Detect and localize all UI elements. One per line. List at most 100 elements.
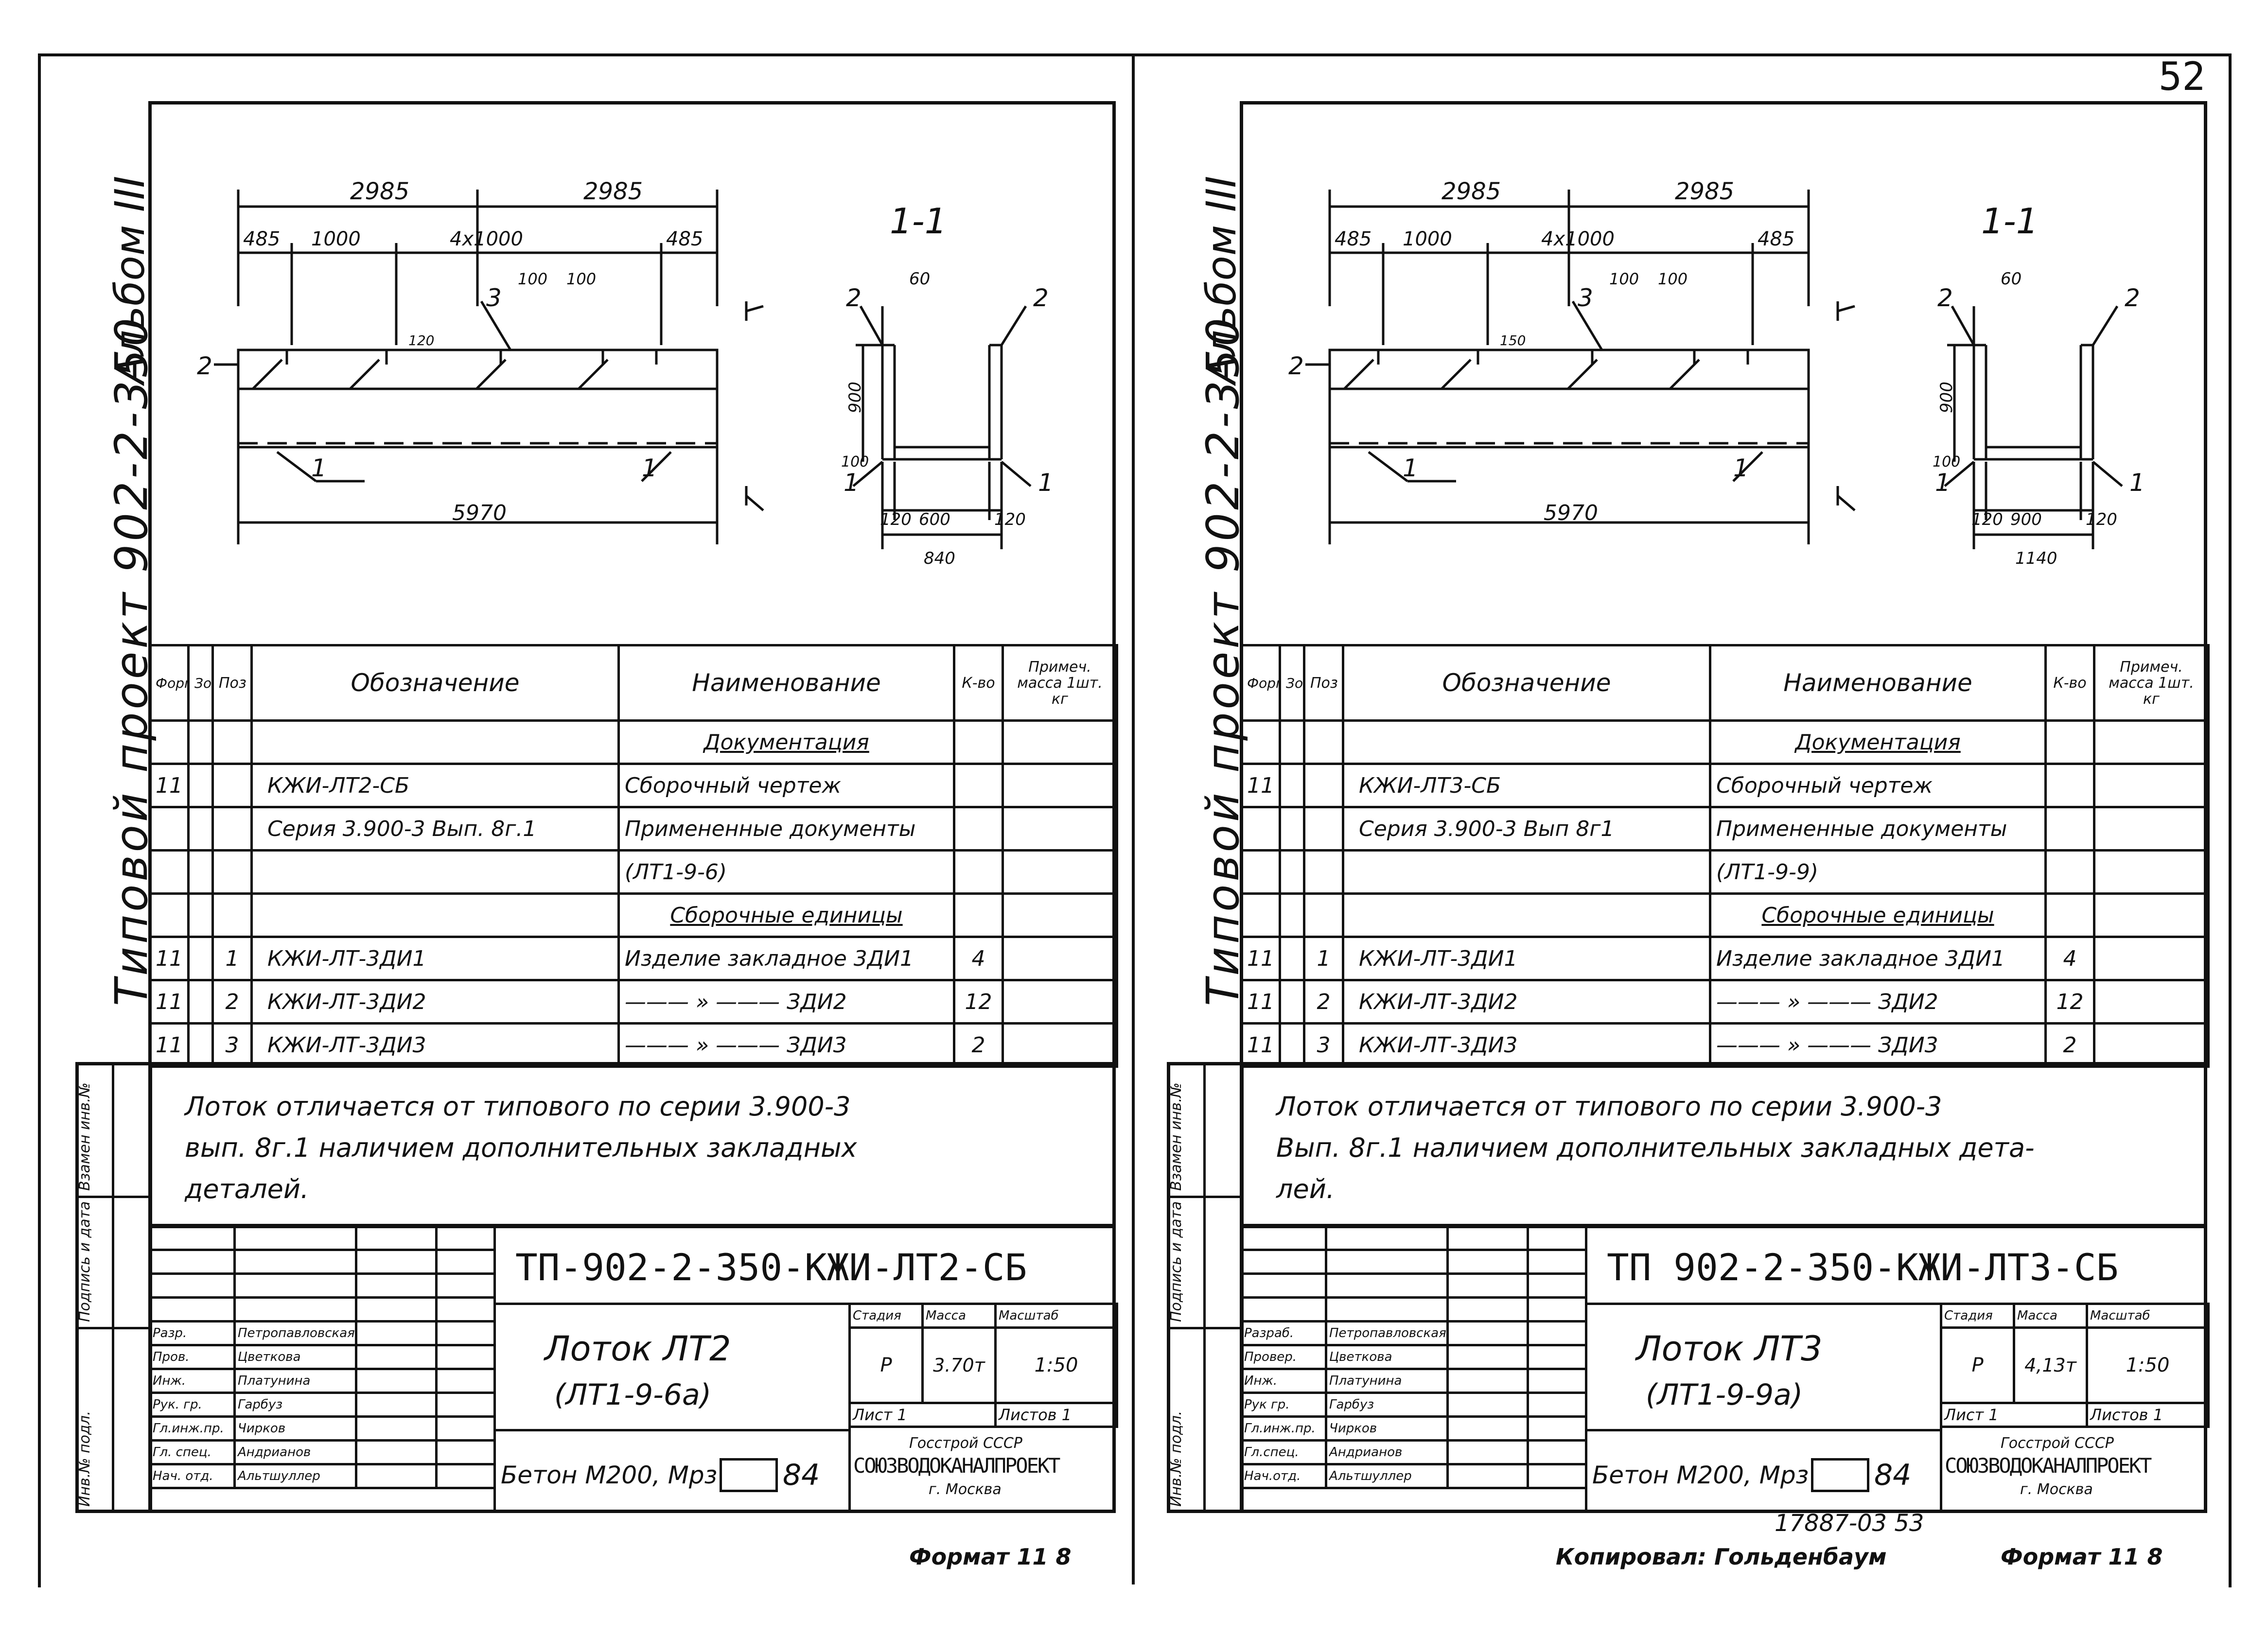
cell-qty: 4 xyxy=(2044,936,2095,981)
cell-pos: 1 xyxy=(1303,936,1344,981)
outer-border xyxy=(38,53,2232,1587)
sec-dim-total: 1140 xyxy=(2015,549,2057,568)
signatory-row: Нач. отд.Альтшуллер xyxy=(148,1463,496,1489)
cell-note xyxy=(1002,806,1118,852)
drawing-sheet-right: Инв.№ подл. Подпись и дата Взамен инв.№ … xyxy=(1091,0,2224,1636)
sec-dim-900: 900 xyxy=(1937,382,1956,413)
col-designation: Обозначение xyxy=(250,644,620,722)
code-line xyxy=(1585,1303,2207,1305)
cell-zone xyxy=(1279,763,1305,808)
cell-name: Изделие закладное 3ДИ1 xyxy=(617,936,955,981)
signature-date xyxy=(1527,1439,1587,1465)
material-value: 84 xyxy=(1874,1458,1912,1492)
cell-qty xyxy=(2044,719,2095,765)
cell-pos: 2 xyxy=(1303,979,1344,1025)
dim-top-left: 2985 xyxy=(1442,178,1501,205)
cell-designation: КЖИ-ЛТ-3ДИ1 xyxy=(1342,936,1711,981)
cell-qty xyxy=(953,719,1004,765)
sec-label-1b: 1 xyxy=(2129,469,2145,497)
cell-note xyxy=(2093,806,2210,852)
dim-overall: 5970 xyxy=(452,501,507,525)
signatory-row: Гл.инж.пр.Чирков xyxy=(148,1415,496,1442)
col-qty: К-во xyxy=(953,644,1004,722)
cell-name: Сборочный чертеж xyxy=(1709,763,2047,808)
cell-zone xyxy=(1279,979,1305,1025)
signatory-row: Рук гр.Гарбуз xyxy=(1240,1392,1587,1418)
signatory-role: Нач. отд. xyxy=(148,1463,236,1489)
format-label: Формат 11 8 xyxy=(909,1544,1072,1570)
signatory-row: Рук. гр.Гарбуз xyxy=(148,1392,496,1418)
cell-zone xyxy=(187,979,214,1025)
signature-date xyxy=(1527,1368,1587,1394)
cell-pos xyxy=(1303,849,1344,895)
sec-label-2b: 2 xyxy=(2125,284,2140,312)
cell-name: ——— » ——— ЗДИ2 xyxy=(617,979,955,1025)
specification-table: ФорматЗонаПозОбозначениеНаименованиеК-во… xyxy=(1240,644,2210,1068)
signatory-role: Гл.инж.пр. xyxy=(148,1415,236,1442)
signatory-role: Рук. гр. xyxy=(148,1392,236,1418)
cell-designation: Серия 3.900-3 Вып 8г1 xyxy=(1342,806,1711,852)
margin-line-1 xyxy=(1167,1196,1244,1198)
signature-date xyxy=(1527,1320,1587,1346)
cell-qty: 2 xyxy=(2044,1022,2095,1068)
signature-date xyxy=(1527,1415,1587,1442)
signature xyxy=(1446,1320,1529,1346)
signatory-row: Провер.Цветкова xyxy=(1240,1344,1587,1370)
cell-designation: КЖИ-ЛТ-3ДИ2 xyxy=(250,979,620,1025)
material-value: 84 xyxy=(783,1458,820,1492)
cell-zone xyxy=(187,892,214,938)
cell-zone xyxy=(187,936,214,981)
section-title: 1-1 xyxy=(890,201,947,242)
note-line-2: вып. 8г.1 наличием дополнительных заклад… xyxy=(185,1132,857,1163)
spec-row: Сборочные единицы xyxy=(1240,892,2210,938)
cell-name: Примененные документы xyxy=(1709,806,2047,852)
cell-note xyxy=(2093,719,2210,765)
cell-pos xyxy=(1303,763,1344,808)
side-label-inv: Инв.№ подл. xyxy=(1168,1410,1185,1507)
sec-dim-120a: 120 xyxy=(1971,510,2003,529)
signatory-name: Петропавловская xyxy=(1325,1320,1449,1346)
sec-dim-120b: 120 xyxy=(994,510,1026,529)
cell-format: 11 xyxy=(148,979,190,1025)
section-title: 1-1 xyxy=(1981,201,2039,242)
title-line xyxy=(493,1429,848,1431)
dim-top-right: 2985 xyxy=(1675,178,1734,205)
signature xyxy=(355,1415,438,1442)
signatory-name: Альтшуллер xyxy=(233,1463,357,1489)
revision-row xyxy=(148,1272,496,1299)
inventory-number: 17887-03 53 xyxy=(1775,1510,1924,1537)
cell-format: 11 xyxy=(148,936,190,981)
margin-line-2 xyxy=(75,1327,152,1329)
center-divider xyxy=(1132,53,1135,1584)
album-title: Альбом III xyxy=(1197,175,1245,384)
product-title: Лоток ЛТ2 xyxy=(545,1329,731,1369)
cell-designation xyxy=(1342,892,1711,938)
code-line xyxy=(493,1303,1116,1305)
revision-row xyxy=(148,1296,496,1323)
signature xyxy=(355,1320,438,1346)
cell-designation xyxy=(250,892,620,938)
cell-pos: 3 xyxy=(1303,1022,1344,1068)
sec-dim-120b: 120 xyxy=(2086,510,2117,529)
signatory-role: Гл. спец. xyxy=(148,1439,236,1465)
cell-zone xyxy=(1279,1022,1305,1068)
cell-zone xyxy=(1279,849,1305,895)
signature-date xyxy=(1527,1392,1587,1418)
signature xyxy=(1446,1439,1529,1465)
cell-note xyxy=(1002,719,1118,765)
cell-note xyxy=(2093,849,2210,895)
col-note: Примеч. масса 1шт. кг xyxy=(2093,644,2210,722)
cell-designation xyxy=(1342,719,1711,765)
cell-pos: 2 xyxy=(211,979,253,1025)
revision-row xyxy=(1240,1272,1587,1299)
dim-485-left: 485 xyxy=(1335,228,1371,250)
dim-1000: 1000 xyxy=(311,228,361,250)
cell-qty: 4 xyxy=(953,936,1004,981)
pos-label-2: 2 xyxy=(1288,352,1304,380)
cell-note xyxy=(2093,936,2210,981)
cell-name: ——— » ——— ЗДИ2 xyxy=(1709,979,2047,1025)
project-title: Типовой проект 902-2-350 xyxy=(1197,315,1249,1006)
